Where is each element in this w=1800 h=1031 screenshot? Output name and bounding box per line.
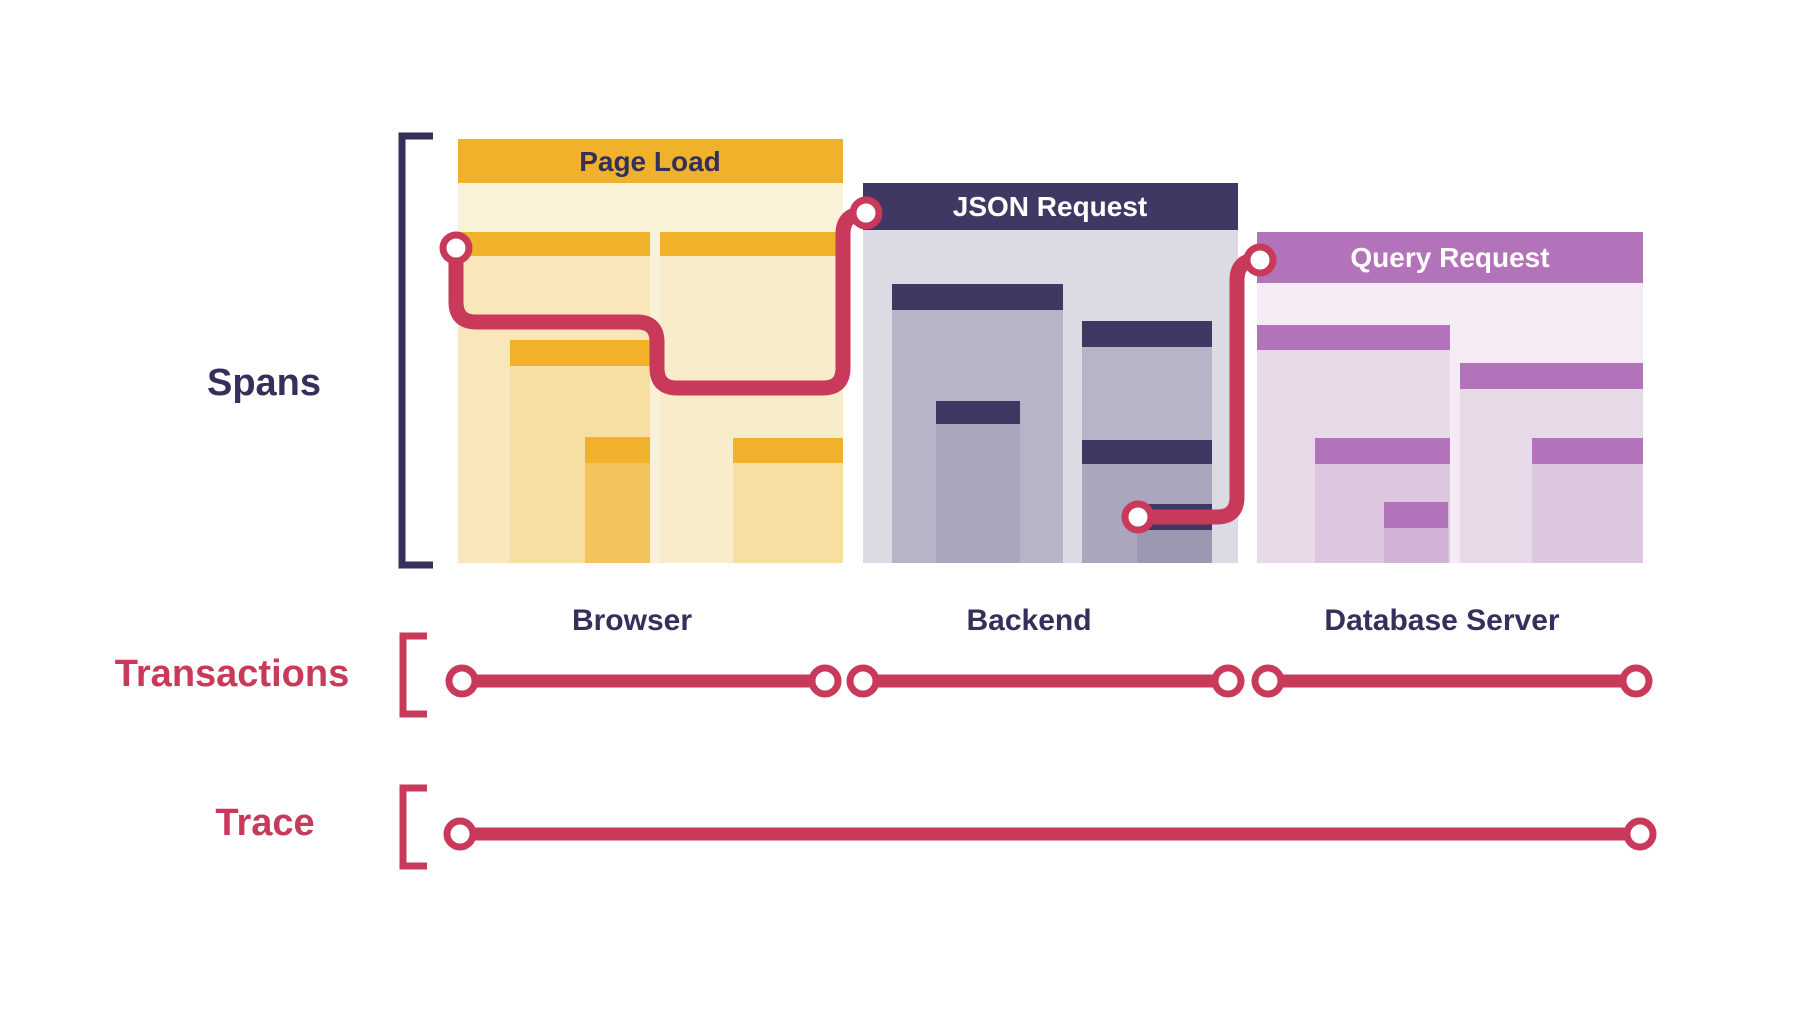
span-body <box>936 424 1020 563</box>
span-bar <box>1315 438 1450 464</box>
trace-label: Trace <box>215 802 314 844</box>
trace-path-browser-to-backend <box>448 206 866 396</box>
span-bar <box>1082 440 1212 464</box>
span-body <box>1082 347 1212 440</box>
span-bar <box>1082 321 1212 347</box>
json-request-panel: JSON Request <box>863 183 1238 563</box>
span-bar <box>585 437 650 463</box>
span-bar <box>936 401 1020 424</box>
span-bar <box>1257 325 1450 350</box>
page-load-panel: Page Load <box>458 139 843 563</box>
span-bar <box>510 340 650 366</box>
transaction-node <box>1251 664 1285 698</box>
service-label-database-server: Database Server <box>1324 604 1559 637</box>
page-load-panel-title: Page Load <box>579 146 721 177</box>
service-label-browser: Browser <box>572 604 692 637</box>
span-bar <box>1532 438 1643 464</box>
span-bar <box>458 232 650 256</box>
json-request-panel-header <box>863 183 1238 230</box>
spans-label: Spans <box>207 362 321 404</box>
json-request-panel-title: JSON Request <box>953 191 1148 222</box>
transaction-node <box>1211 664 1245 698</box>
transactions-bracket <box>399 632 427 718</box>
query-request-panel: Query Request <box>1257 232 1643 563</box>
query-request-panel-header <box>1257 232 1643 283</box>
transaction-node <box>808 664 842 698</box>
trace-line-node-start <box>443 817 477 851</box>
trace-bracket <box>399 784 427 870</box>
span-bar <box>892 284 1063 310</box>
trace-node-json-request-start <box>849 196 883 230</box>
transaction-node <box>1619 664 1653 698</box>
span-body <box>733 463 843 563</box>
span-body <box>1137 530 1212 563</box>
trace-node-page-load-start <box>439 231 473 265</box>
spans-bracket <box>398 132 433 569</box>
trace-node-query-request-start <box>1243 243 1277 277</box>
span-body <box>1532 464 1643 563</box>
service-label-backend: Backend <box>966 604 1091 637</box>
span-bar <box>1384 502 1448 528</box>
query-request-panel-title: Query Request <box>1350 242 1549 273</box>
span-bar <box>1460 363 1643 389</box>
span-bar <box>733 438 843 463</box>
trace-node-backend-span <box>1121 500 1155 534</box>
span-body <box>585 463 650 563</box>
span-body <box>1384 528 1448 563</box>
page-load-panel-header <box>458 139 843 183</box>
trace-line-node-end <box>1623 817 1657 851</box>
transaction-node <box>846 664 880 698</box>
transactions-label: Transactions <box>115 653 349 695</box>
span-bar <box>660 232 843 256</box>
transaction-node <box>445 664 479 698</box>
